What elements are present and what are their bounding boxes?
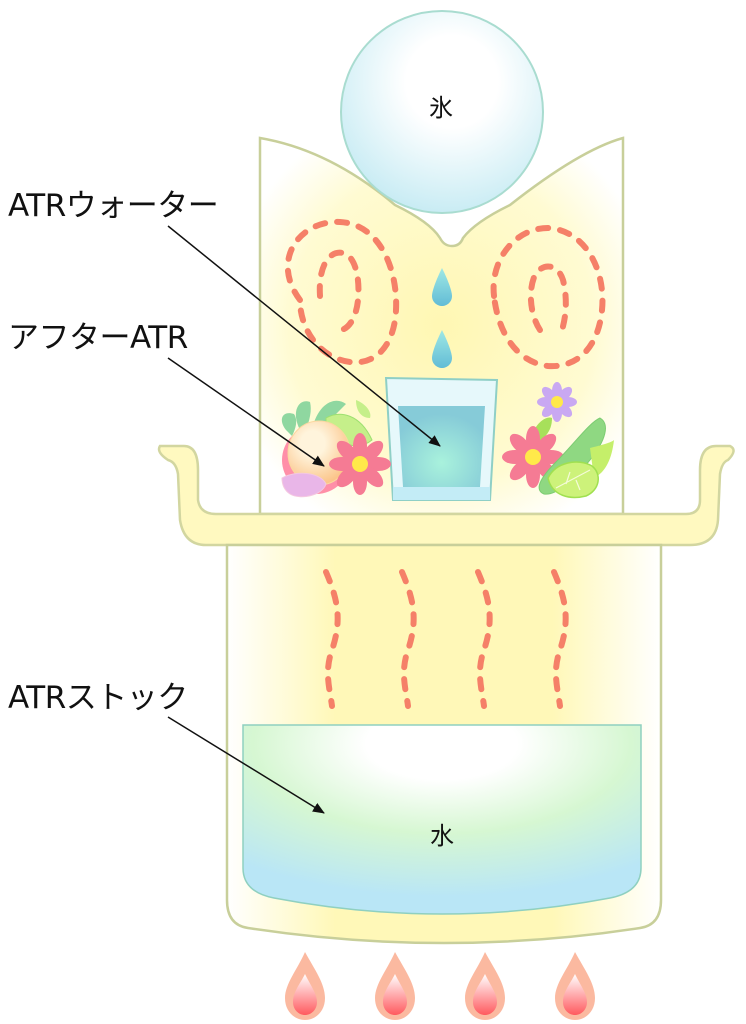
pot-rim-tray	[157, 444, 735, 547]
burner-flames	[285, 952, 595, 1020]
water-reservoir	[242, 724, 642, 915]
flame-icon	[375, 952, 415, 1020]
ice-ball	[340, 10, 544, 214]
arrow-after-atr	[167, 357, 325, 467]
flame-icon	[465, 952, 505, 1020]
residue-ingredients-right	[502, 382, 614, 499]
label-water: 水	[430, 822, 454, 850]
condensation-drops	[432, 268, 452, 368]
arrow-atr-water	[167, 225, 441, 447]
label-ice: 氷	[429, 94, 453, 122]
label-atr-water: ATRウォーター	[8, 188, 219, 224]
collection-glass	[384, 376, 499, 501]
steam-lines-lower	[323, 569, 569, 709]
flame-icon	[555, 952, 595, 1020]
label-after-atr: アフターATR	[8, 320, 188, 356]
arrow-atr-stock	[167, 716, 325, 814]
label-atr-stock: ATRストック	[8, 680, 188, 716]
steam-swirls-upper	[284, 218, 606, 370]
leader-arrows	[167, 225, 441, 814]
flame-icon	[285, 952, 325, 1020]
